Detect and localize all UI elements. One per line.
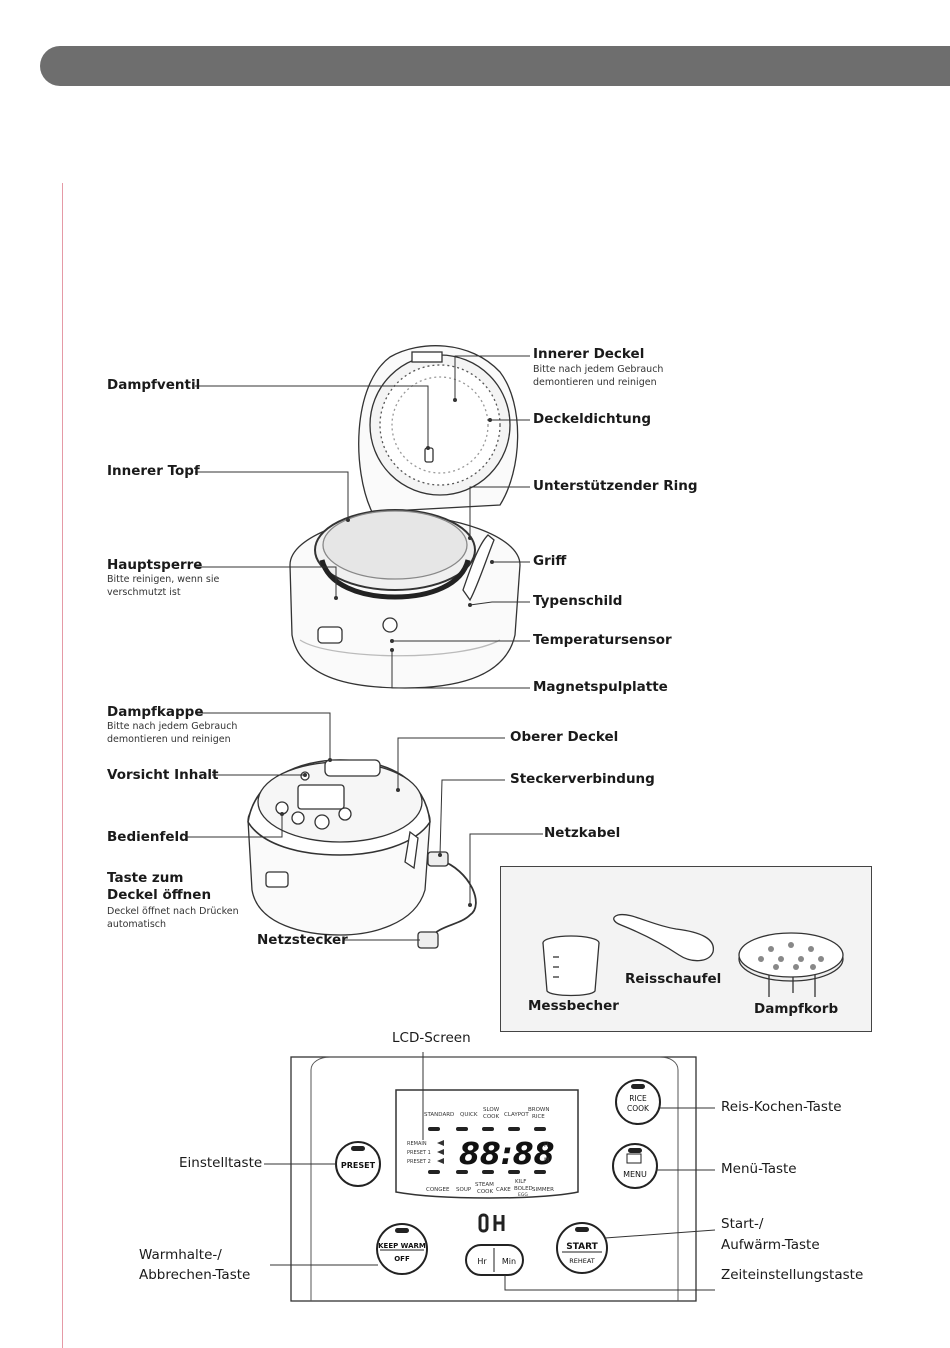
lcd-mode-egg: EGG [518,1192,528,1198]
cook-label: COOK [627,1104,650,1113]
label-messbecher: Messbecher [528,998,619,1014]
callout-menue: Menü-Taste [721,1161,797,1177]
callout-warmhalte-2: Abbrechen-Taste [139,1267,251,1283]
lcd-remain: REMAIN [407,1141,427,1147]
lcd-preset-2: PRESET 2 [407,1159,431,1165]
lcd-mode-claypot: CLAYPOT [504,1112,529,1118]
label-magnetspulplatte: Magnetspulplatte [533,679,668,695]
lcd-mode-steam: STEAM [475,1182,494,1188]
label-reisschaufel: Reisschaufel [625,971,722,987]
label-innerer-deckel: Innerer Deckel [533,346,645,362]
label-unterstuetzender-ring: Unterstützender Ring [533,478,698,494]
label-griff: Griff [533,553,567,569]
label-dampfkorb: Dampfkorb [754,1001,839,1017]
callout-start-2: Aufwärm-Taste [721,1237,820,1253]
reheat-label: REHEAT [569,1257,595,1265]
lcd-unit-m: M [544,1157,549,1164]
keep-warm-off-button[interactable] [376,1223,428,1275]
label-deckel-oeffnen: Deckel öffnen [107,887,212,903]
label-hauptsperre: Hauptsperre [107,557,203,573]
rice-cooker-closed-illustration [187,712,543,949]
label-deckeldichtung: Deckeldichtung [533,411,652,427]
note-taste-1: Deckel öffnet nach Drücken [107,906,239,917]
callout-zeit: Zeiteinstellungstaste [721,1267,864,1283]
label-taste-zum: Taste zum [107,870,184,886]
label-bedienfeld: Bedienfeld [107,829,189,845]
callout-reis-kochen: Reis-Kochen-Taste [721,1099,842,1115]
control-panel-illustration: 88:88 H M STANDARD QUICK SLOW COOK CLAYP… [264,1052,716,1302]
lcd-mode-congee: CONGEE [426,1187,450,1193]
margin-line [62,183,63,1348]
hr-label: Hr [477,1257,487,1266]
lcd-mode-slow: SLOW [483,1107,500,1113]
rice-cook-button[interactable] [615,1079,661,1125]
lcd-mode-simmer: SIMMER [532,1187,554,1193]
label-oberer-deckel: Oberer Deckel [510,729,619,745]
lcd-preset-1: PRESET 1 [407,1150,431,1156]
lcd-mode-boled: BOLED [514,1186,533,1192]
lcd-unit-h: H [544,1142,549,1149]
note-dampfkappe-1: Bitte nach jedem Gebrauch [107,721,238,732]
note-taste-2: automatisch [107,919,167,930]
lcd-mode-kilf: KILF [515,1179,526,1185]
accessories-illustration [542,913,844,997]
note-innerer-deckel-1: Bitte nach jedem Gebrauch [533,364,664,375]
label-netzstecker: Netzstecker [257,932,348,948]
note-innerer-deckel-2: demontieren und reinigen [533,377,657,388]
lcd-mode-slow-cook: COOK [483,1114,499,1120]
callout-einstelltaste: Einstelltaste [179,1155,263,1171]
lcd-digits: 88:88 [459,1137,555,1172]
callout-warmhalte-1: Warmhalte-/ [139,1247,222,1263]
label-innerer-topf: Innerer Topf [107,463,200,479]
preset-label: PRESET [341,1161,376,1170]
lcd-mode-quick: QUICK [460,1112,478,1118]
label-dampfventil: Dampfventil [107,377,201,393]
start-label: START [566,1242,598,1252]
label-temperatursensor: Temperatursensor [533,632,672,648]
label-vorsicht-inhalt: Vorsicht Inhalt [107,767,219,783]
off-label: OFF [394,1255,410,1263]
start-reheat-button[interactable] [556,1222,608,1274]
rice-cooker-open-illustration [195,345,530,689]
label-typenschild: Typenschild [533,593,623,609]
note-hauptsperre-2: verschmutzt ist [107,587,181,598]
note-dampfkappe-2: demontieren und reinigen [107,734,231,745]
lcd-mode-cake: CAKE [496,1187,511,1193]
keep-warm-label: KEEP WARM [378,1242,426,1250]
callout-lcd-screen: LCD-Screen [392,1030,471,1046]
menu-button[interactable] [612,1143,658,1189]
lcd-mode-brown: BROWN [528,1107,549,1113]
lcd-mode-standard: STANDARD [424,1112,454,1118]
section-header-bar [40,46,950,86]
label-netzkabel: Netzkabel [544,825,621,841]
callout-start-1: Start-/ [721,1216,764,1232]
menu-label: MENU [623,1170,647,1179]
accessories-box: Messbecher Reisschaufel Dampfkorb [500,866,872,1032]
lcd-mode-steam-cook: COOK [477,1189,493,1195]
min-label: Min [502,1257,516,1266]
book-icon [626,1153,642,1164]
rice-label: RICE [629,1094,647,1103]
lcd-mode-soup: SOUP [456,1187,472,1193]
lcd-mode-brown-rice: RICE [532,1114,545,1120]
label-steckerverbindung: Steckerverbindung [510,771,655,787]
label-dampfkappe: Dampfkappe [107,704,204,720]
note-hauptsperre-1: Bitte reinigen, wenn sie [107,574,220,585]
